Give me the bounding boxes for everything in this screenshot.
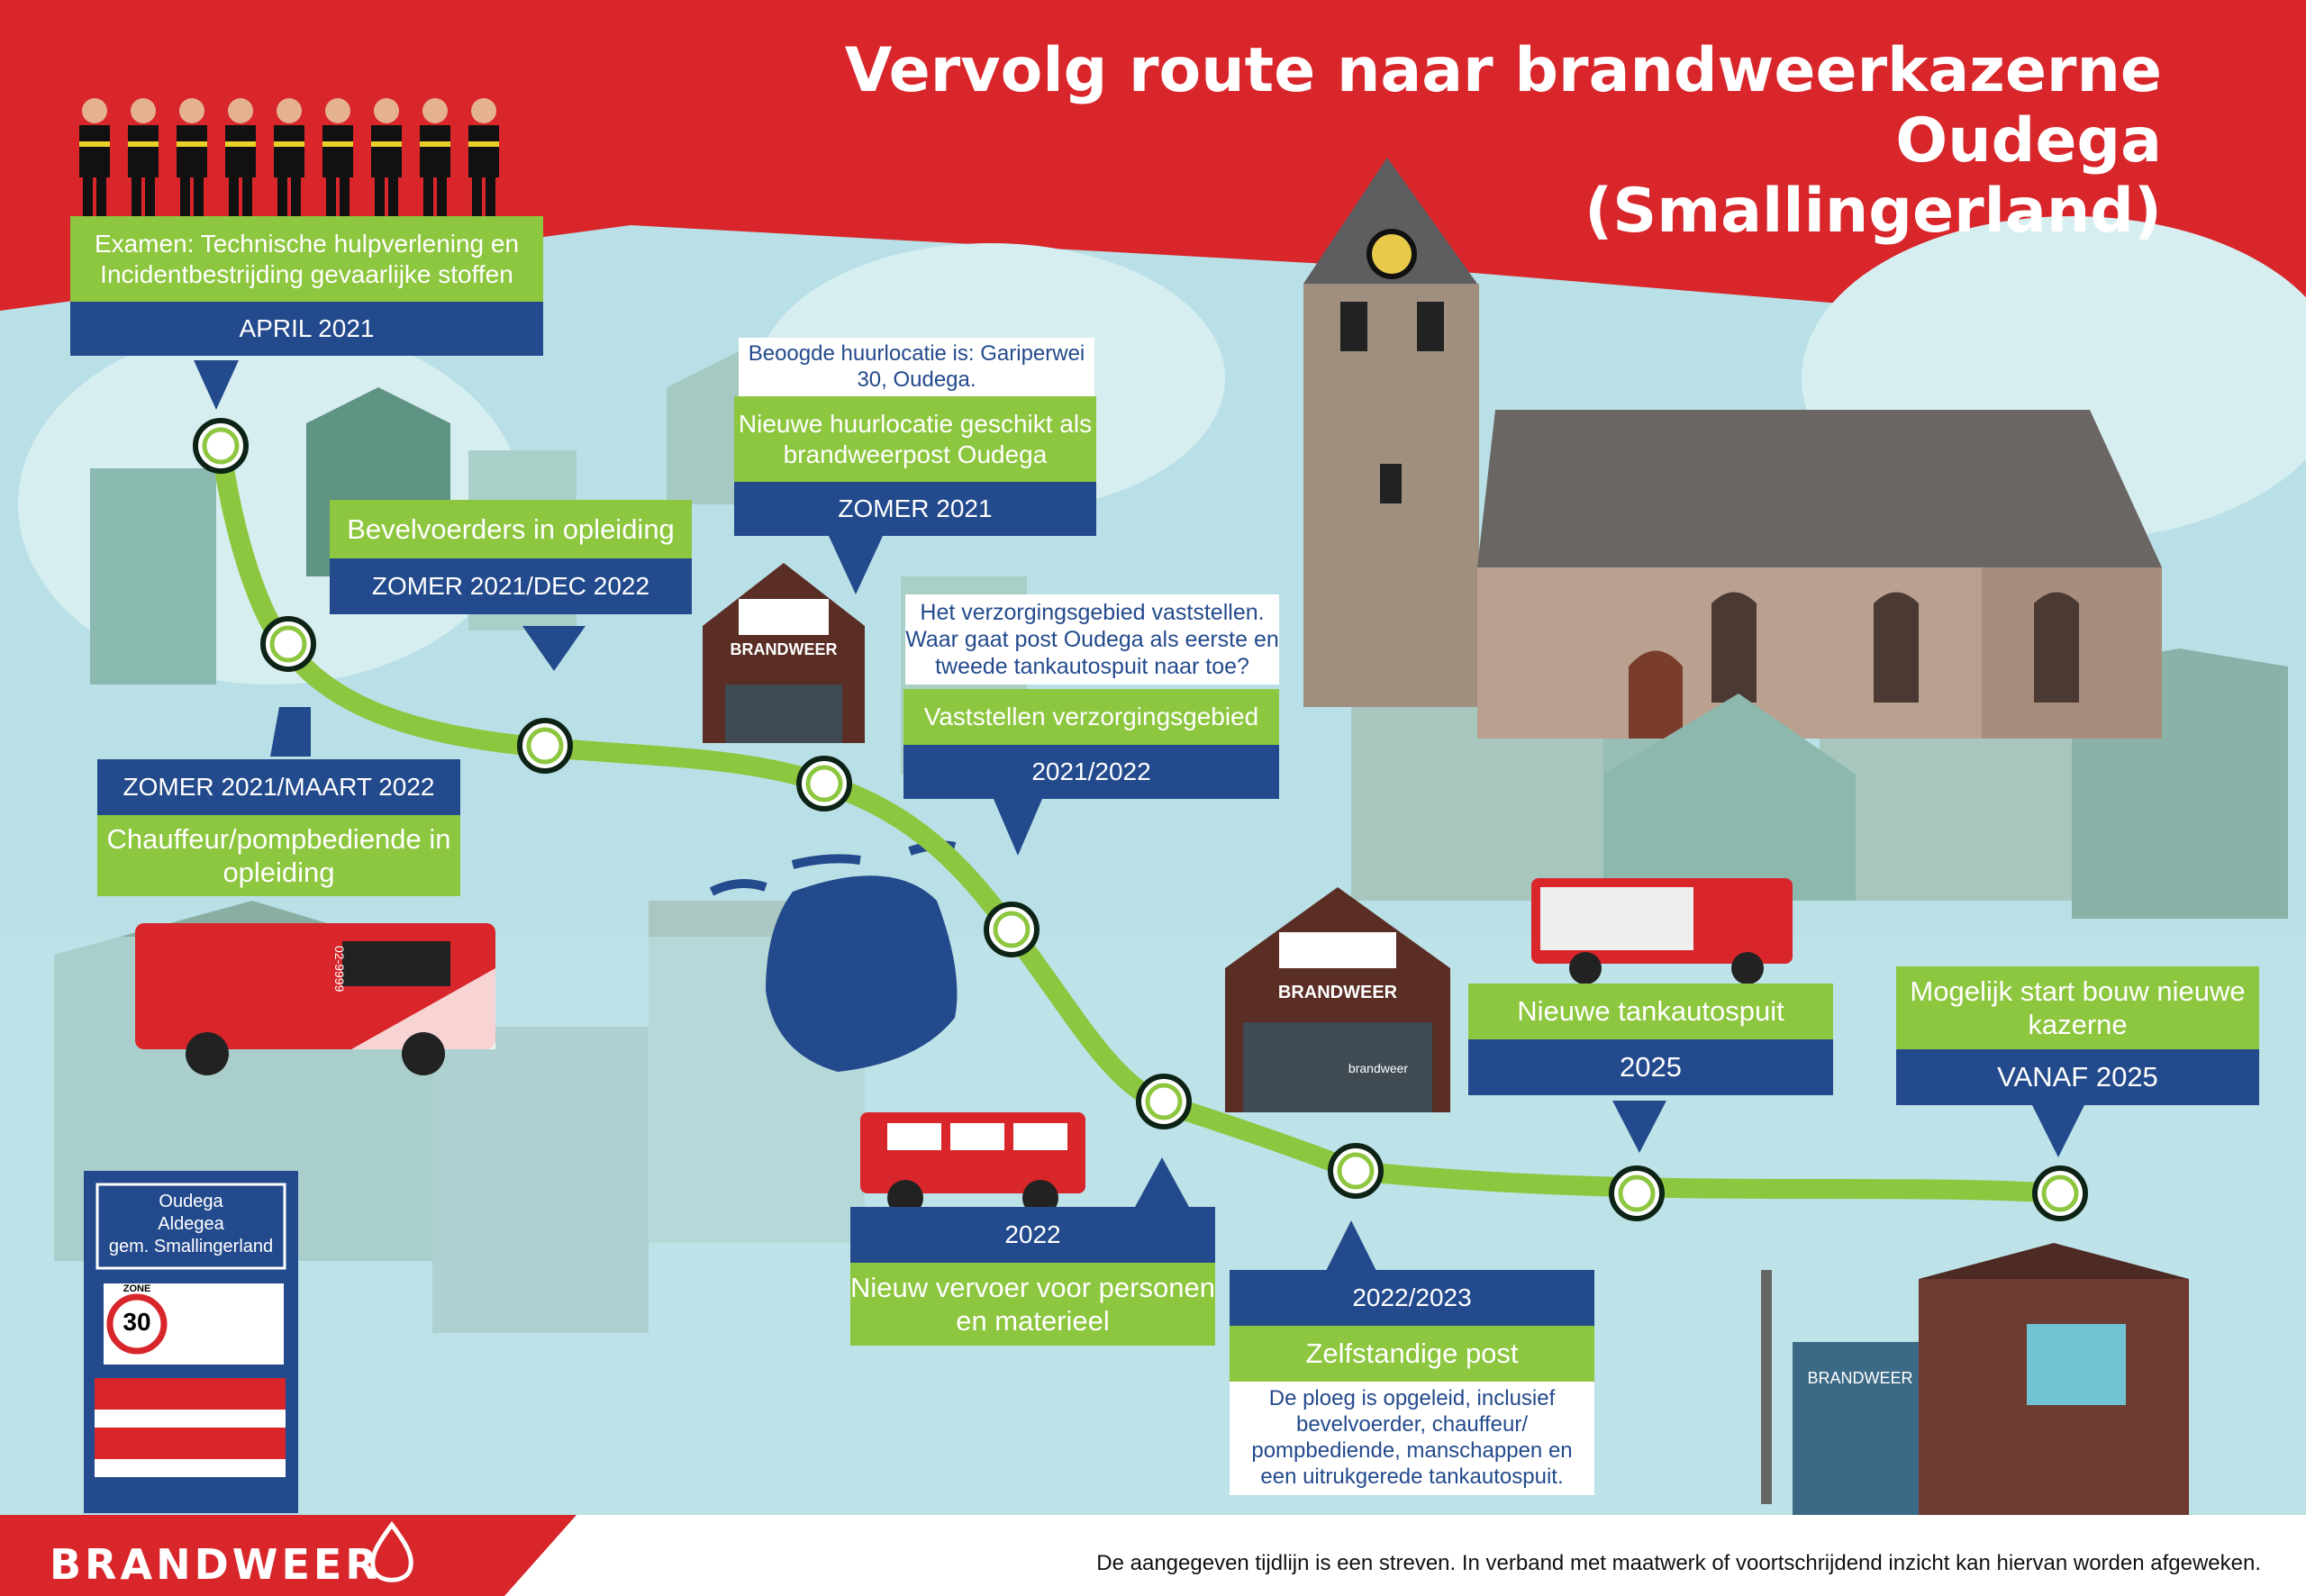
brandweer-barn-label: BRANDWEER	[1277, 983, 1398, 1002]
house-silhouette	[90, 468, 216, 685]
church-roof	[1477, 410, 2162, 567]
vervoer-date: 2022	[850, 1207, 1215, 1263]
kazerne-title: Mogelijk start bouw nieuwe kazerne	[1896, 966, 2259, 1049]
brandweer-barn-large	[1225, 887, 1450, 1112]
brandweer-logo-text: BRANDWEER	[50, 1540, 381, 1589]
brandweer-flame-icon	[370, 1520, 413, 1582]
huurlocatie-title: Nieuwe huurlocatie geschikt als brandwee…	[734, 396, 1096, 482]
examen-title: Examen: Technische hulpverlening en Inci…	[70, 216, 543, 302]
bevelvoerders-title: Bevelvoerders in opleiding	[330, 500, 692, 558]
fire-truck-large	[135, 923, 495, 1075]
footer-disclaimer: De aangegeven tijdlijn is een streven. I…	[1096, 1551, 2261, 1575]
title-line1: Vervolg route naar brandweerkazerne Oude…	[844, 35, 2162, 177]
brandweer-barn-small	[703, 563, 865, 743]
new-tankautospuit	[1531, 878, 1793, 984]
bevelvoerders-date: ZOMER 2021/DEC 2022	[330, 558, 692, 614]
kazerne-label: BRANDWEER	[1807, 1369, 1913, 1387]
zelfstandig-date: 2022/2023	[1230, 1270, 1594, 1326]
church-tower-roof	[1303, 158, 1477, 284]
huurlocatie-date: ZOMER 2021	[734, 482, 1096, 536]
verzorgingsgebied-date: 2021/2022	[903, 745, 1279, 799]
sign-line2: Aldegea	[158, 1214, 224, 1234]
van	[860, 1112, 1085, 1216]
zone-label: ZONE	[123, 1283, 151, 1294]
chauffeur-title: Chauffeur/pompbediende in opleiding	[97, 815, 460, 896]
brandweer-barn-label: BRANDWEER	[730, 640, 838, 658]
sign-line1: Oudega	[159, 1192, 223, 1211]
truck-number: 02-9999	[332, 946, 347, 993]
verzorgingsgebied-note: Het verzorgingsgebied vaststellen. Waar …	[905, 594, 1279, 685]
chauffeur-date: ZOMER 2021/MAART 2022	[97, 759, 460, 815]
red-banner	[0, 0, 2306, 342]
zelfstandig-title: Zelfstandige post	[1230, 1326, 1594, 1382]
sign-line3: gem. Smallingerland	[108, 1237, 274, 1256]
town-sign-text: Oudega Aldegea gem. Smallingerland	[97, 1191, 285, 1258]
title-line2: (Smallingerland)	[1584, 176, 2162, 248]
label-pointer	[991, 793, 1045, 856]
firefighters-group	[79, 98, 499, 217]
label-pointer	[829, 536, 883, 594]
label-pointer	[270, 707, 311, 757]
kazerne-date: VANAF 2025	[1896, 1049, 2259, 1105]
tankautospuit-title: Nieuwe tankautospuit	[1468, 984, 1833, 1039]
label-pointer	[1612, 1101, 1666, 1153]
vervoer-title: Nieuw vervoer voor personen en materieel	[850, 1263, 1215, 1346]
label-pointer	[1135, 1157, 1189, 1207]
friesland-map	[766, 875, 958, 1072]
label-pointer	[194, 360, 239, 410]
tankautospuit-date: 2025	[1468, 1039, 1833, 1095]
zone-speed: 30	[123, 1308, 151, 1336]
zelfstandig-note: De ploeg is opgeleid, inclusief bevelvoe…	[1230, 1382, 1594, 1495]
footer-red-tab	[0, 1515, 576, 1596]
label-pointer	[2031, 1103, 2085, 1157]
examen-date: APRIL 2021	[70, 302, 543, 356]
truck-brand-label: brandweer	[1348, 1061, 1409, 1075]
label-pointer	[522, 626, 586, 671]
label-pointer	[1324, 1220, 1378, 1274]
verzorgingsgebied-title: Vaststellen verzorgingsgebied	[903, 689, 1279, 745]
huurlocatie-note: Beoogde huurlocatie is: Gariperwei 30, O…	[739, 338, 1094, 396]
page-title: Vervolg route naar brandweerkazerne Oude…	[595, 35, 2162, 248]
